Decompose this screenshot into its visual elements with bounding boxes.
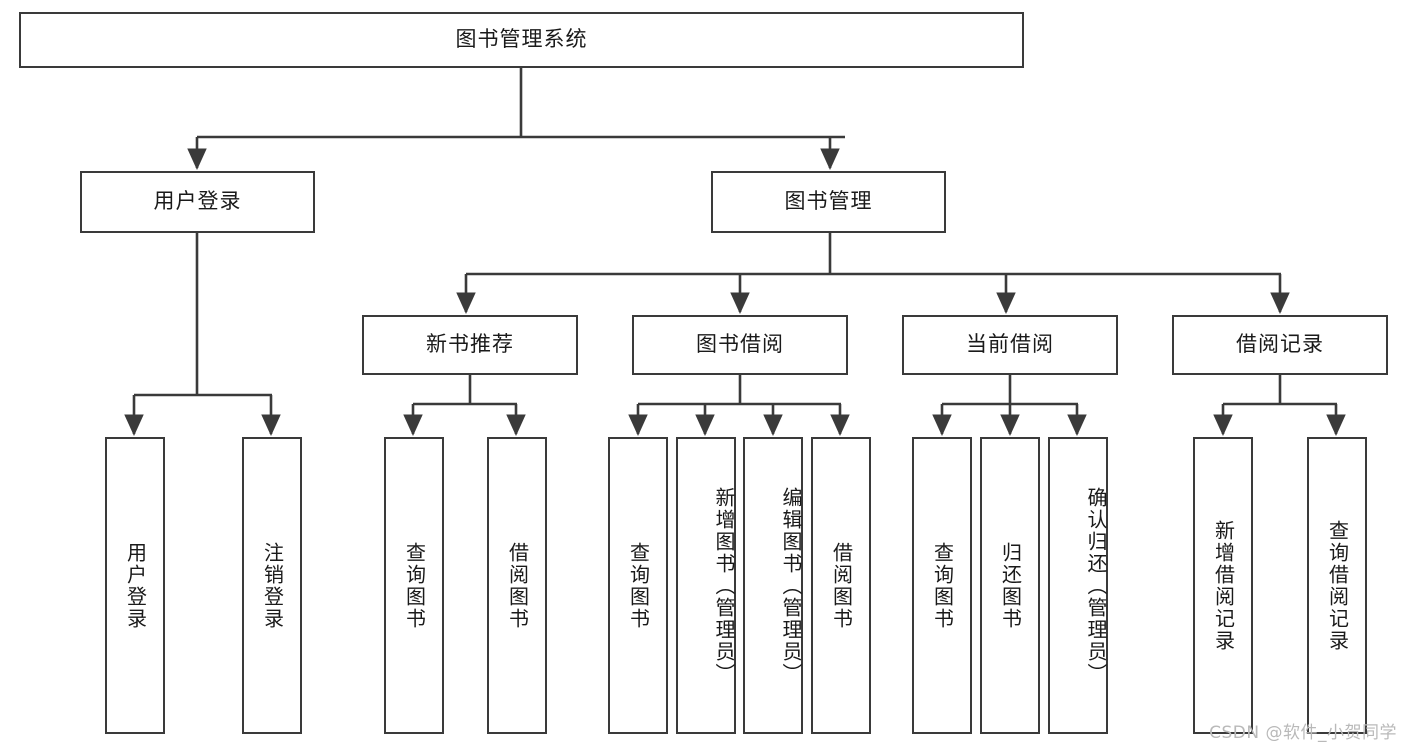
leaf-user-login[interactable]: 用户登录 [105, 437, 165, 734]
leaf-add-borrow-record[interactable]: 新增借阅记录 [1193, 437, 1253, 734]
node-current-borrow[interactable]: 当前借阅 [902, 315, 1118, 375]
leaf-edit-book-admin[interactable]: 编辑图书（管理员） [743, 437, 803, 734]
leaf-query-book-recommend[interactable]: 查询图书 [384, 437, 444, 734]
csdn-watermark: CSDN @软件_小贺同学 [1209, 723, 1397, 743]
node-user-login[interactable]: 用户登录 [80, 171, 315, 233]
leaf-borrow-book-recommend[interactable]: 借阅图书 [487, 437, 547, 734]
node-root[interactable]: 图书管理系统 [19, 12, 1024, 68]
leaf-query-book-current[interactable]: 查询图书 [912, 437, 972, 734]
leaf-query-borrow-record[interactable]: 查询借阅记录 [1307, 437, 1367, 734]
leaf-borrow-book-borrow[interactable]: 借阅图书 [811, 437, 871, 734]
leaf-confirm-return-admin[interactable]: 确认归还（管理员） [1048, 437, 1108, 734]
node-book-manage[interactable]: 图书管理 [711, 171, 946, 233]
node-new-book-recommend[interactable]: 新书推荐 [362, 315, 578, 375]
leaf-logout[interactable]: 注销登录 [242, 437, 302, 734]
leaf-query-book-borrow[interactable]: 查询图书 [608, 437, 668, 734]
node-borrow-record[interactable]: 借阅记录 [1172, 315, 1388, 375]
leaf-return-book[interactable]: 归还图书 [980, 437, 1040, 734]
leaf-add-book-admin[interactable]: 新增图书（管理员） [676, 437, 736, 734]
node-book-borrow[interactable]: 图书借阅 [632, 315, 848, 375]
